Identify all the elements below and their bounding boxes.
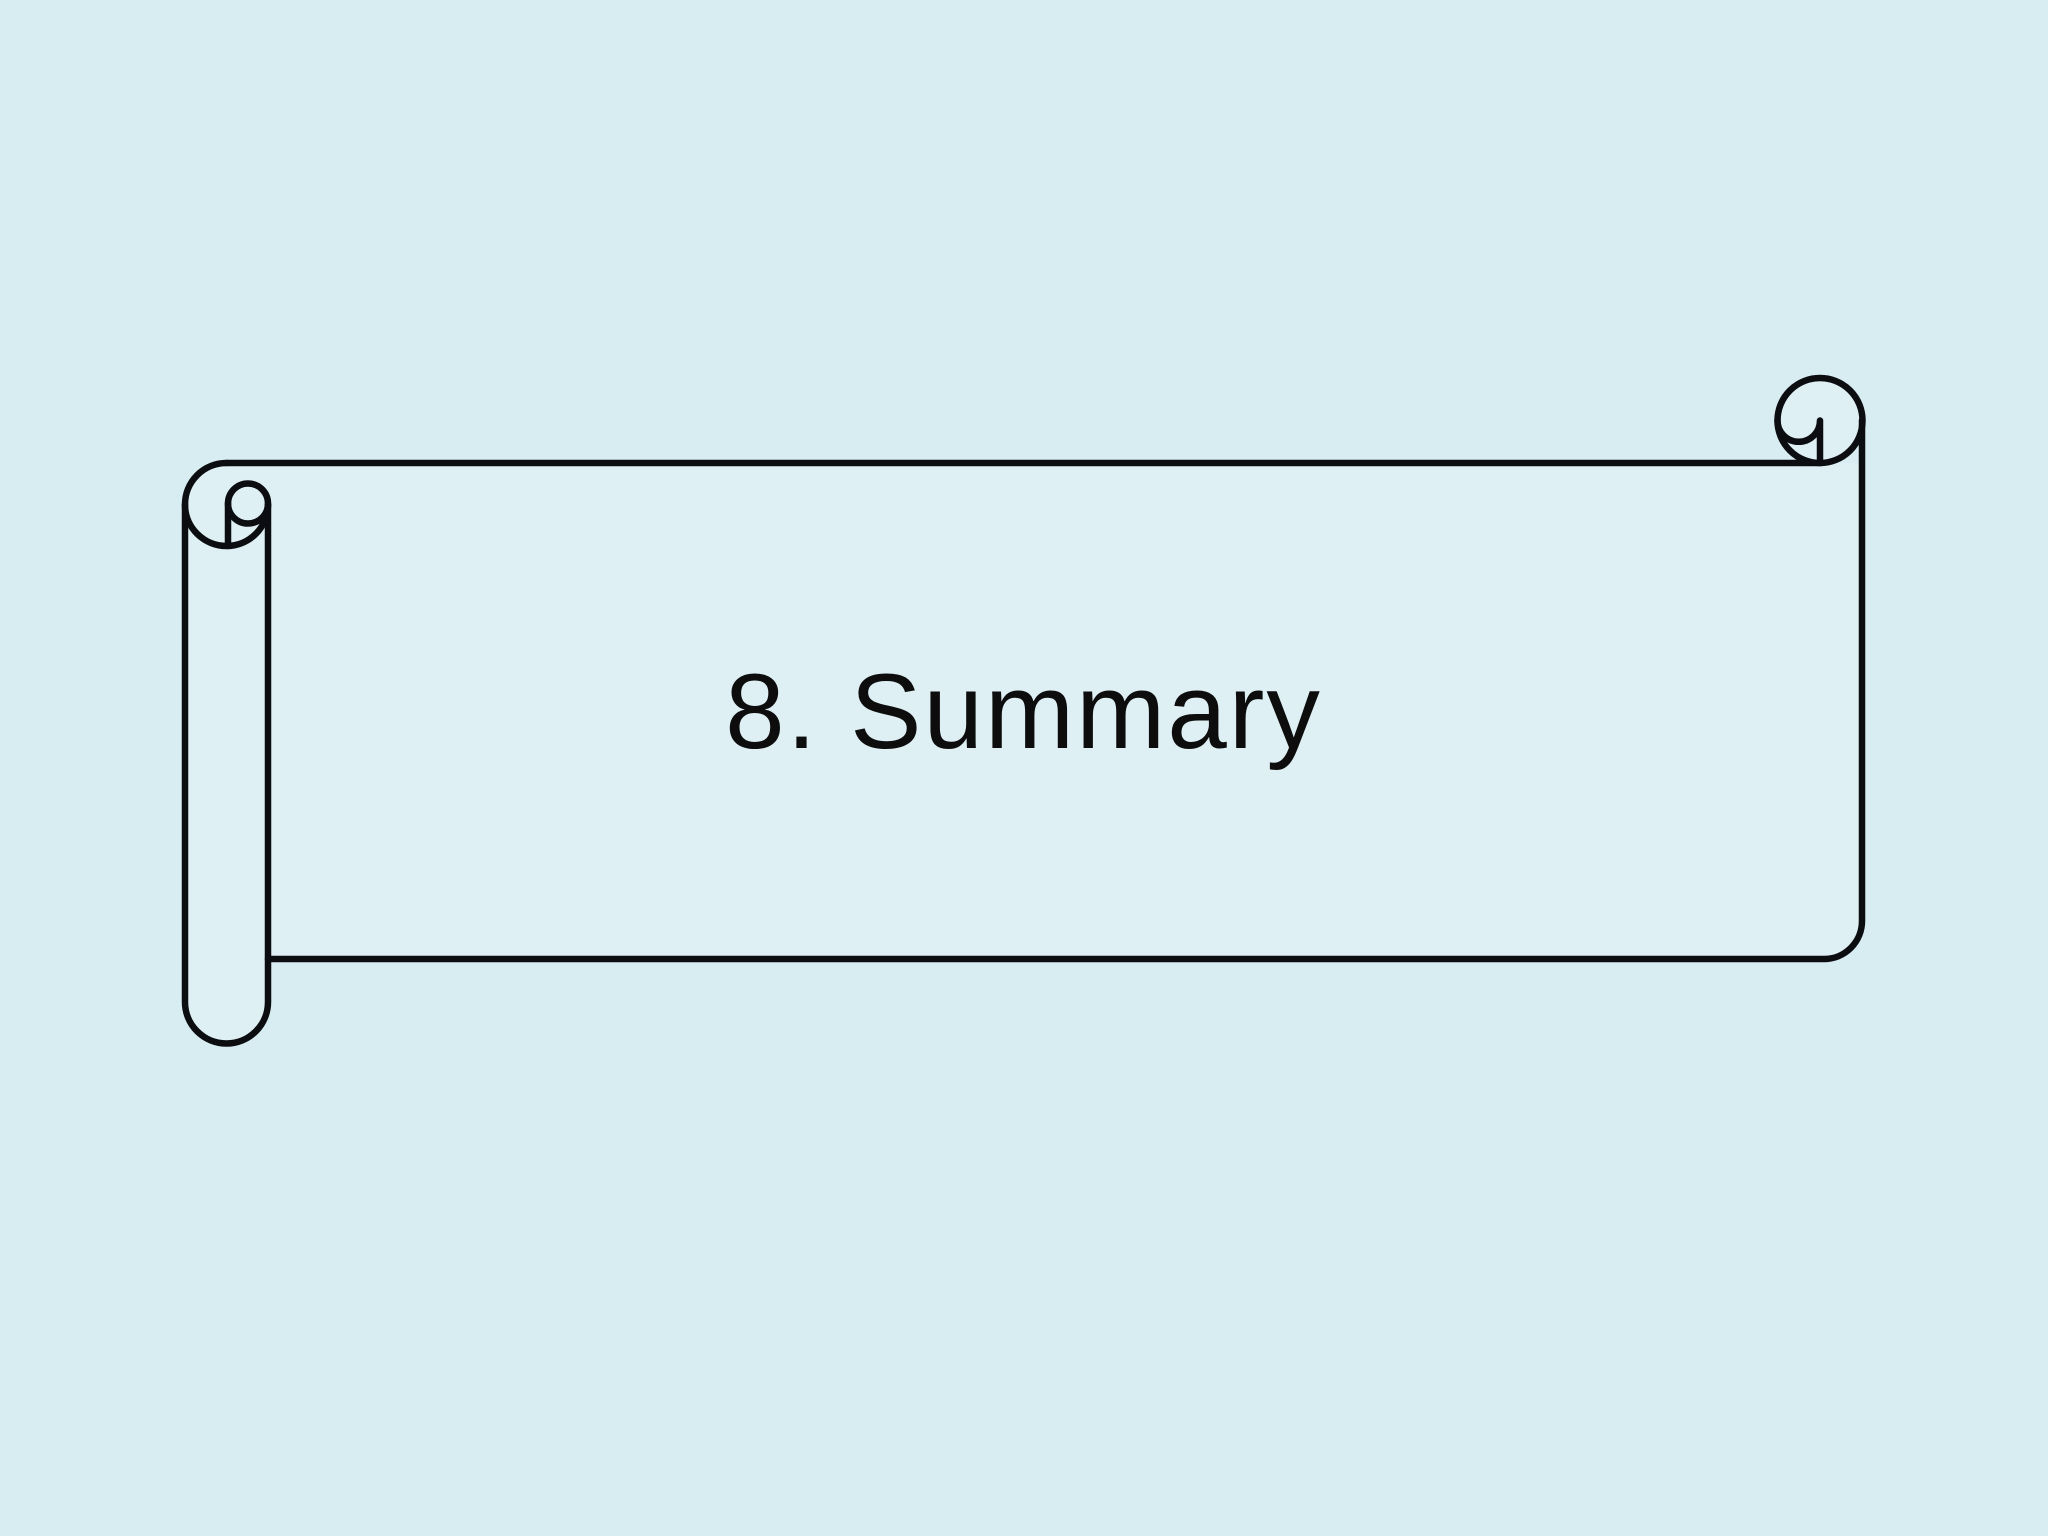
scroll-right-curl-spiral bbox=[1774, 417, 1824, 465]
slide-title: 8. Summary bbox=[725, 651, 1322, 771]
scroll-body-edge bbox=[264, 417, 1866, 963]
scroll-outline-layer bbox=[181, 374, 1866, 1047]
scroll-left-curl-loop bbox=[224, 480, 272, 527]
scroll-left-roll bbox=[181, 459, 272, 1047]
title-box: 8. Summary bbox=[185, 463, 1862, 959]
